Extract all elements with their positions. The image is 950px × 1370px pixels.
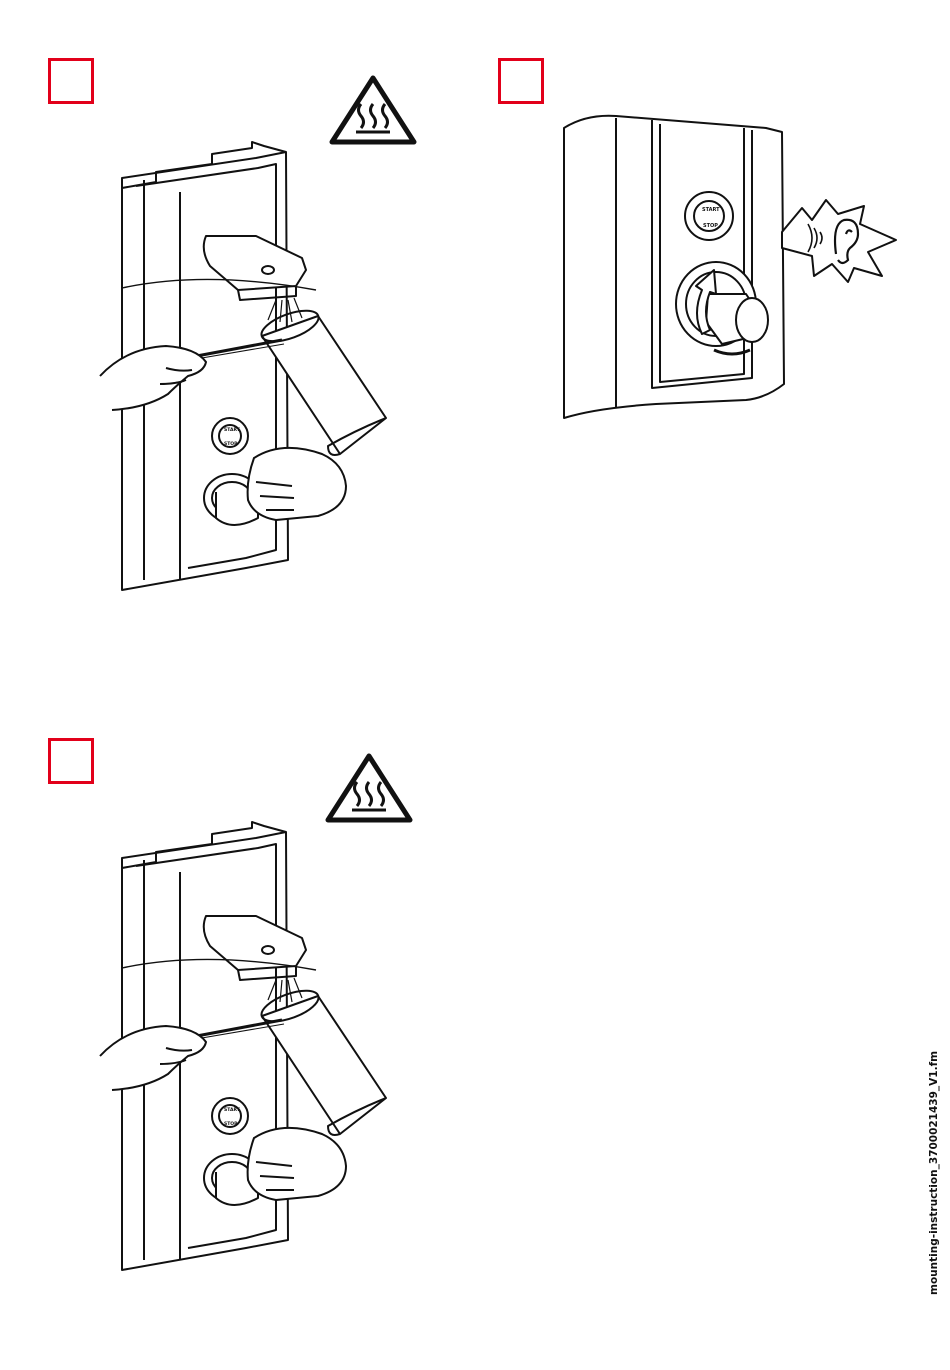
step-number-box (48, 58, 94, 104)
shower-panel-thermometer-illustration: START STOP (96, 140, 396, 600)
shower-panel-thermometer-illustration: START STOP (96, 820, 396, 1280)
step-number-box (498, 58, 544, 104)
panel-stop-label: STOP (224, 1121, 238, 1127)
step-number-box (48, 738, 94, 784)
panel-stop-label: STOP (224, 441, 238, 447)
panel-start-label: START (702, 207, 720, 213)
hot-surface-warning-icon (324, 752, 414, 824)
document-filename: mounting-instruction_3700021439_V1.fm (928, 1035, 944, 1295)
panel-knob-rotation-illustration: START STOP (556, 108, 906, 438)
panel-start-label: START (224, 1107, 241, 1113)
panel-stop-label: STOP (703, 223, 718, 229)
panel-start-label: START (224, 427, 241, 433)
hot-surface-warning-icon (328, 74, 418, 146)
